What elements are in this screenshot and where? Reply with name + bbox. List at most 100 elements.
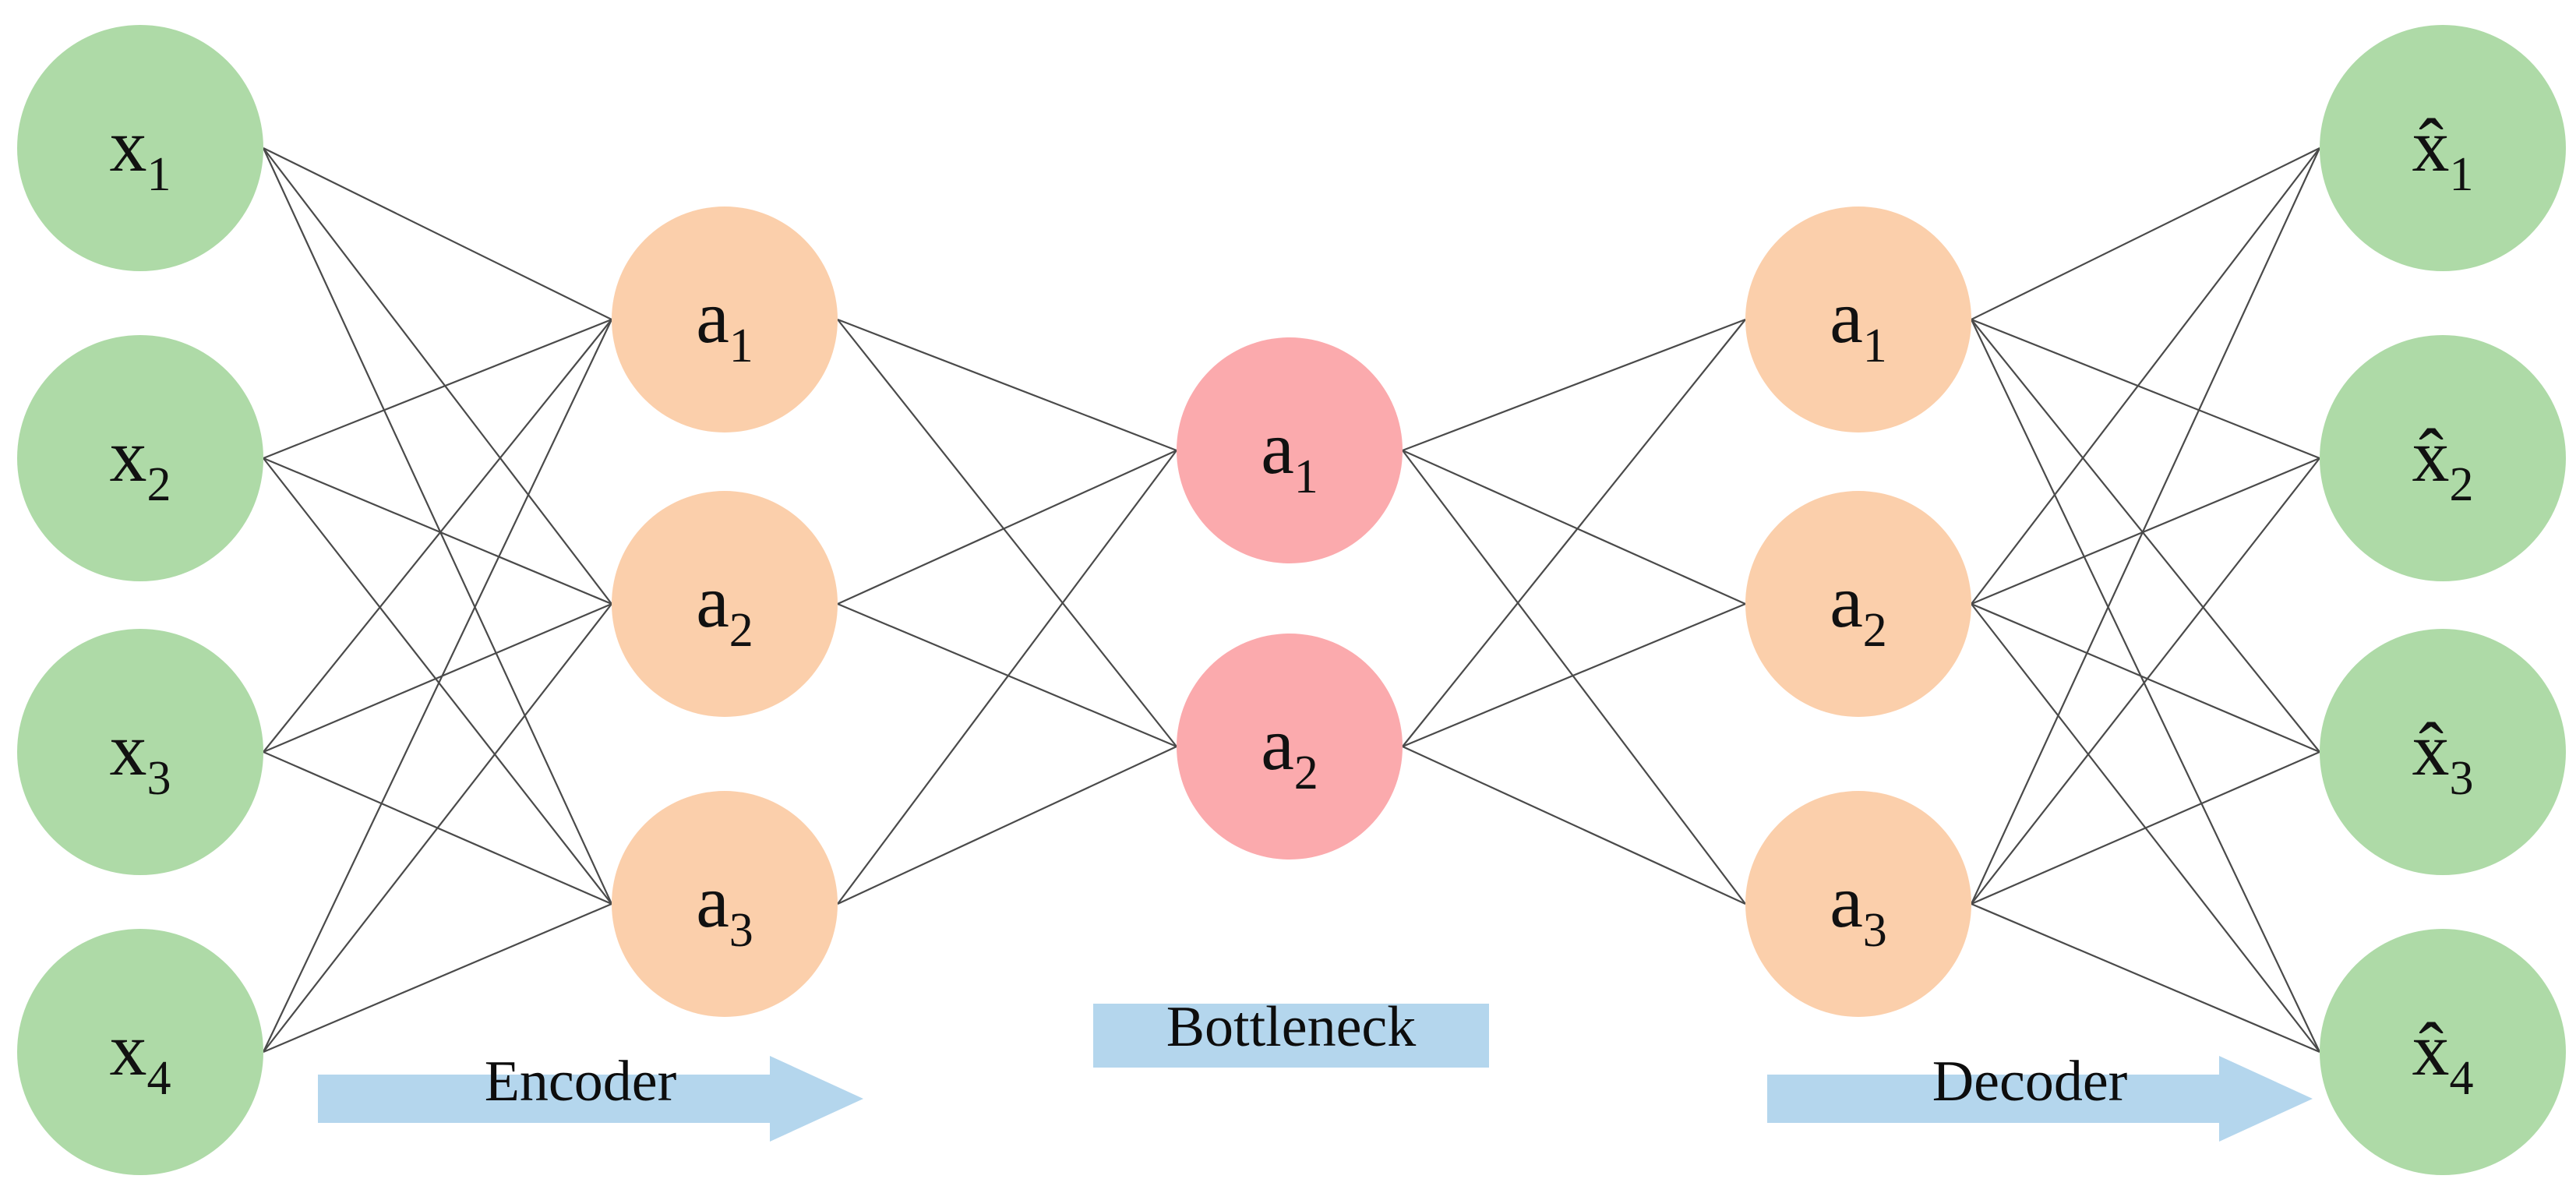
connection-edge xyxy=(263,318,612,460)
connection-edge xyxy=(837,449,1177,605)
node-encoder_hidden-1[interactable]: a1 xyxy=(612,207,838,432)
node-label: x̂2 xyxy=(2412,414,2474,511)
node-label: x3 xyxy=(110,708,171,805)
node-label: x̂4 xyxy=(2412,1008,2474,1105)
banner-label-encoder: Encoder xyxy=(485,1050,677,1114)
node-circle[interactable] xyxy=(1745,791,1971,1017)
node-circle[interactable] xyxy=(1177,337,1403,563)
banner-shape-arrow xyxy=(318,1056,863,1142)
node-input-4[interactable]: x4 xyxy=(17,929,263,1175)
network-nodes: x1 x2 x3 x4 a1 a2 a3 a1 a2 a1 a2 a3 x̂1 x̂2 x̂3 x̂4 xyxy=(17,25,2566,1175)
node-decoder_hidden-2[interactable]: a2 xyxy=(1745,491,1971,717)
node-output-1[interactable]: x̂1 xyxy=(2320,25,2566,271)
node-subscript: 3 xyxy=(1863,904,1887,957)
node-subscript: 1 xyxy=(1863,319,1887,372)
node-output-4[interactable]: x̂4 xyxy=(2320,929,2566,1175)
connection-edge xyxy=(263,147,612,320)
connection-edge xyxy=(1971,147,2320,905)
banner-bottleneck: Bottleneck xyxy=(1093,995,1489,1068)
connection-edge xyxy=(837,319,1177,747)
node-subscript: 2 xyxy=(729,604,753,657)
node-subscript: 4 xyxy=(147,1052,171,1105)
node-circle[interactable] xyxy=(2320,929,2566,1175)
node-bottleneck-2[interactable]: a2 xyxy=(1177,634,1403,860)
node-subscript: 3 xyxy=(729,904,753,957)
node-label: a1 xyxy=(1261,406,1318,503)
connection-edge xyxy=(837,746,1177,905)
node-label: x4 xyxy=(110,1008,171,1105)
node-input-1[interactable]: x1 xyxy=(17,25,263,271)
node-subscript: 4 xyxy=(2450,1052,2474,1105)
banner-label-bottleneck: Bottleneck xyxy=(1166,995,1417,1059)
node-circle[interactable] xyxy=(2320,629,2566,875)
connection-edge xyxy=(1971,902,2320,1054)
node-subscript: 3 xyxy=(2450,752,2474,805)
node-circle[interactable] xyxy=(17,629,263,875)
node-subscript: 1 xyxy=(2450,148,2474,201)
connection-edge xyxy=(837,450,1177,905)
node-circle[interactable] xyxy=(2320,335,2566,581)
node-subscript: 1 xyxy=(1294,450,1318,503)
connection-edge xyxy=(1402,602,1746,748)
node-encoder_hidden-3[interactable]: a3 xyxy=(612,791,838,1017)
connection-edge xyxy=(1402,449,1746,605)
connection-edge xyxy=(1971,319,2320,1053)
connection-edge xyxy=(263,602,612,754)
connection-edge xyxy=(1971,750,2320,905)
node-circle[interactable] xyxy=(17,929,263,1175)
node-label: a1 xyxy=(1830,275,1887,372)
node-label: a1 xyxy=(696,275,753,372)
node-input-3[interactable]: x3 xyxy=(17,629,263,875)
connection-edge xyxy=(1971,602,2320,754)
connection-edge xyxy=(263,457,612,605)
node-label: a2 xyxy=(1261,702,1318,800)
banner-decoder: Decoder xyxy=(1767,1050,2313,1142)
banner-shape-rect xyxy=(1093,1004,1489,1068)
node-output-3[interactable]: x̂3 xyxy=(2320,629,2566,875)
connection-edges xyxy=(263,147,2320,1054)
connection-edge xyxy=(263,457,612,905)
connection-edge xyxy=(1971,457,2320,605)
node-subscript: 2 xyxy=(2450,458,2474,511)
node-subscript: 1 xyxy=(147,148,171,201)
connection-edge xyxy=(263,147,612,605)
connection-edge xyxy=(263,319,612,753)
node-label: a3 xyxy=(696,860,753,957)
connection-edge xyxy=(263,147,612,905)
node-decoder_hidden-3[interactable]: a3 xyxy=(1745,791,1971,1017)
connection-edge xyxy=(1971,319,2320,753)
connection-edge xyxy=(1402,319,1746,747)
node-circle[interactable] xyxy=(1745,207,1971,432)
node-label: a2 xyxy=(696,559,753,657)
node-label: x̂1 xyxy=(2412,104,2474,201)
connection-edge xyxy=(1971,457,2320,905)
node-circle[interactable] xyxy=(17,335,263,581)
connection-edge xyxy=(1402,318,1746,452)
node-output-2[interactable]: x̂2 xyxy=(2320,335,2566,581)
node-circle[interactable] xyxy=(1177,634,1403,860)
node-circle[interactable] xyxy=(612,791,838,1017)
node-subscript: 3 xyxy=(147,752,171,805)
node-circle[interactable] xyxy=(17,25,263,271)
node-circle[interactable] xyxy=(612,491,838,717)
node-circle[interactable] xyxy=(2320,25,2566,271)
node-input-2[interactable]: x2 xyxy=(17,335,263,581)
connection-edge xyxy=(263,319,612,1053)
node-subscript: 2 xyxy=(1294,747,1318,800)
node-bottleneck-1[interactable]: a1 xyxy=(1177,337,1403,563)
node-circle[interactable] xyxy=(612,207,838,432)
connection-edge xyxy=(1971,147,2320,320)
node-label: x2 xyxy=(110,414,171,511)
node-subscript: 1 xyxy=(729,319,753,372)
banner-shape-arrow xyxy=(1767,1056,2313,1142)
node-subscript: 2 xyxy=(147,458,171,511)
connection-edge xyxy=(837,318,1177,452)
connection-edge xyxy=(1971,318,2320,460)
banner-label-decoder: Decoder xyxy=(1932,1050,2128,1114)
node-circle[interactable] xyxy=(1745,491,1971,717)
node-decoder_hidden-1[interactable]: a1 xyxy=(1745,207,1971,432)
node-encoder_hidden-2[interactable]: a2 xyxy=(612,491,838,717)
